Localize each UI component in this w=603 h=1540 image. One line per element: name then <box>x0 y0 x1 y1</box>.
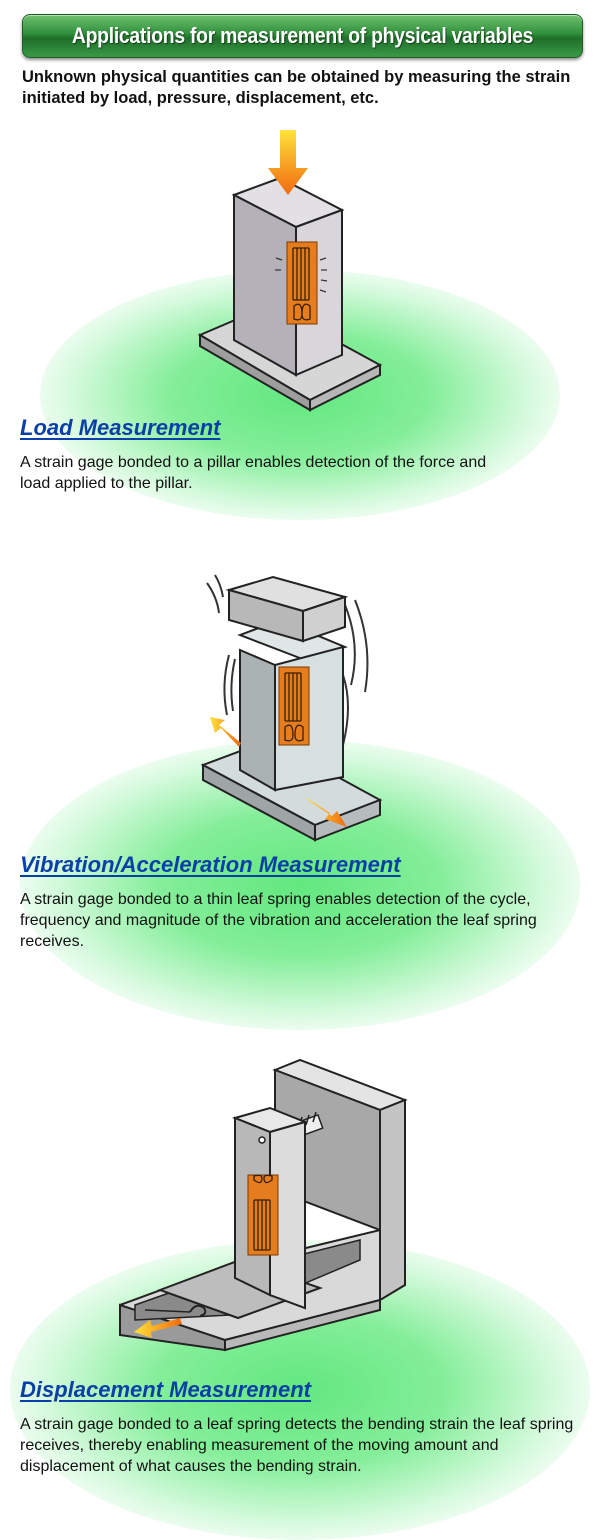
load-measurement-illustration <box>197 130 383 412</box>
vibration-measurement-illustration <box>200 574 383 842</box>
load-description: A strain gage bonded to a pillar enables… <box>20 454 487 492</box>
load-title: Load Measurement <box>20 415 221 440</box>
banner-title: Applications for measurement of physical… <box>71 23 534 48</box>
displacement-measurement-illustration <box>119 1058 408 1352</box>
displacement-description: A strain gage bonded to a leaf spring de… <box>20 1416 574 1475</box>
section-banner: Applications for measurement of physical… <box>22 14 583 58</box>
displacement-title: Displacement Measurement <box>20 1377 311 1402</box>
vibration-description: A strain gage bonded to a thin leaf spri… <box>20 891 537 950</box>
vibration-title: Vibration/Acceleration Measurement <box>20 852 401 877</box>
intro-text: Unknown physical quantities can be obtai… <box>22 68 571 107</box>
